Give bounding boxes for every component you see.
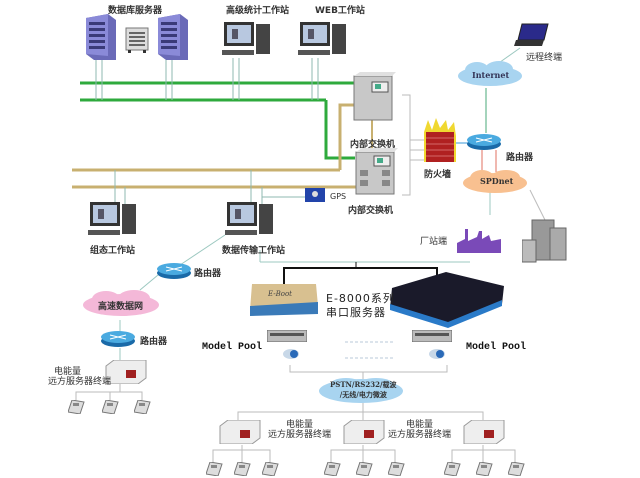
internal-switch-icon <box>355 148 398 195</box>
gps-icon <box>305 188 325 202</box>
firewall-label: 防火墙 <box>424 170 452 180</box>
data-transfer-workstation-label: 数据传输工作站 <box>222 246 286 256</box>
gold-bus-1-rise <box>338 103 355 170</box>
meter-icon <box>206 462 223 476</box>
internal-switch-icon <box>353 72 396 121</box>
meter-icon <box>262 462 279 476</box>
workstation-icon <box>222 22 270 55</box>
db-server-label: 数据库服务器 <box>108 6 163 16</box>
plant-side-label: 厂站端 <box>420 237 448 247</box>
gps-label: GPS <box>330 192 347 201</box>
workstation-icon <box>225 202 273 235</box>
terminal-a-label-line1: 电能量 <box>286 420 314 430</box>
meter-icon <box>444 462 461 476</box>
database-server-icon <box>158 14 188 60</box>
rack-serial-server-icon <box>390 272 504 328</box>
workstation-icon <box>298 22 346 55</box>
spdnet-cloud-icon <box>463 170 527 193</box>
meter-icon <box>476 462 493 476</box>
router-icon <box>157 263 191 279</box>
laptop-icon <box>514 23 549 46</box>
pstn-label-line2: /无线/电力微波 <box>339 390 387 399</box>
modem-pool-icon <box>267 330 307 342</box>
meter-icon <box>508 462 525 476</box>
workstation-icon <box>88 202 136 235</box>
serial-server-label-line1: E-8000系列 <box>326 292 395 305</box>
router-icon <box>467 134 501 150</box>
modem-icon <box>283 349 299 359</box>
terminal-a-label: 电能量 远方服务器终端 <box>268 420 331 440</box>
left-terminal-label: 电能量 远方服务器终端 <box>48 367 111 387</box>
eboot-serial-server-icon <box>250 284 318 316</box>
plant-icon <box>457 229 501 253</box>
terminal-b-label-line1: 电能量 <box>406 420 434 430</box>
stats-workstation-label: 高级统计工作站 <box>226 6 290 16</box>
green-bus-2-drop <box>324 100 355 160</box>
modem-icon <box>429 349 445 359</box>
router-mid-label: 路由器 <box>194 269 222 279</box>
internal-switch-2-label: 内部交换机 <box>348 206 394 216</box>
meter-icon <box>102 400 119 414</box>
meter-icon <box>356 462 373 476</box>
terminal-b-label: 电能量 远方服务器终端 <box>388 420 451 440</box>
pstn-label: PSTN/RS232/载波 /无线/电力微波 <box>330 380 397 400</box>
terminal-b-label-line2: 远方服务器终端 <box>388 430 452 440</box>
remote-terminal-label: 远程终端 <box>526 53 563 63</box>
router-left-label: 路由器 <box>140 337 168 347</box>
storage-array-icon <box>125 27 149 53</box>
highspeed-network-cloud-icon <box>83 290 159 316</box>
eboot-brand-label: E-Boot <box>268 290 292 298</box>
pstn-label-line1: PSTN/RS232/载波 <box>330 380 397 389</box>
highspeed-network-label: 高速数据网 <box>98 302 144 312</box>
spdnet-label: SPDnet <box>480 176 514 186</box>
left-terminal-label-line2: 远方服务器终端 <box>48 377 112 387</box>
internet-cloud-icon <box>458 61 522 86</box>
meter-icon <box>388 462 405 476</box>
terminal-a-label-line2: 远方服务器终端 <box>268 430 332 440</box>
meter-icon <box>134 400 151 414</box>
energy-terminal-icon <box>463 420 505 444</box>
meter-icon <box>68 400 85 414</box>
building-icon <box>522 219 567 263</box>
internal-switch-1-label: 内部交换机 <box>350 140 396 150</box>
web-workstation-label: WEB工作站 <box>315 6 365 16</box>
config-workstation-label: 组态工作站 <box>90 246 136 256</box>
router-right-label: 路由器 <box>506 153 534 163</box>
firewall-icon <box>424 118 456 162</box>
meter-icon <box>234 462 251 476</box>
model-pool-right-label: Model Pool <box>466 342 527 353</box>
model-pool-left-label: Model Pool <box>202 342 263 353</box>
meter-icon <box>324 462 341 476</box>
modem-pool-icon <box>412 330 452 342</box>
serial-server-label: E-8000系列 串口服务器 <box>326 292 395 320</box>
energy-terminal-icon <box>219 420 261 444</box>
router-icon <box>101 331 135 347</box>
serial-server-label-line2: 串口服务器 <box>326 306 386 319</box>
left-terminal-label-line1: 电能量 <box>54 367 82 377</box>
database-server-icon <box>86 14 116 60</box>
pstn-cloud-icon <box>319 378 403 403</box>
energy-terminal-icon <box>343 420 385 444</box>
internet-label: Internet <box>472 70 510 80</box>
energy-terminal-icon <box>105 360 147 384</box>
